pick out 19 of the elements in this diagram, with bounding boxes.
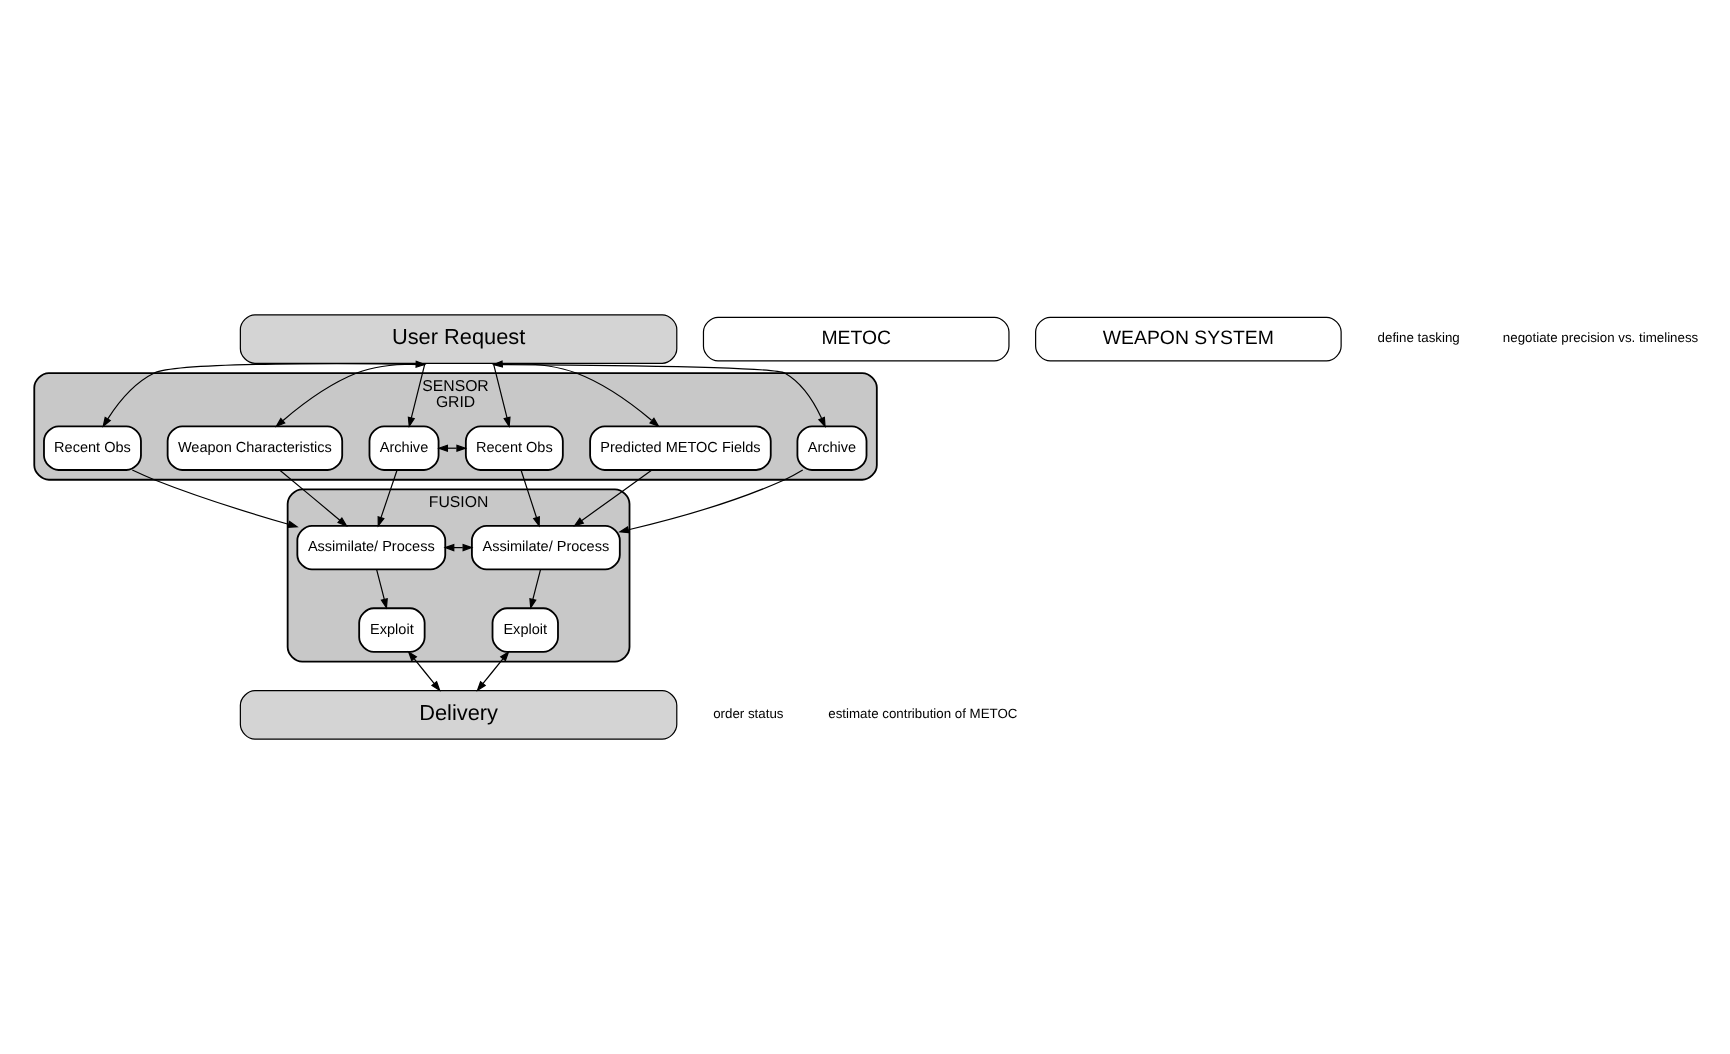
arrow — [279, 469, 348, 527]
arrow — [407, 650, 441, 692]
node-box: Delivery — [239, 690, 678, 740]
arrow — [618, 469, 804, 534]
arrow — [376, 569, 388, 610]
arrow — [493, 363, 511, 428]
node-box: METOC — [702, 316, 1010, 362]
arrow — [520, 469, 540, 528]
arrow — [102, 363, 426, 428]
arrow — [573, 469, 653, 527]
arrow — [491, 360, 660, 428]
arrow — [131, 469, 299, 528]
node-box: WEAPON SYSTEM — [1035, 316, 1342, 362]
arrow — [476, 650, 510, 692]
arrow — [493, 363, 826, 428]
arrow — [377, 469, 398, 528]
arrow — [529, 569, 542, 610]
node-box: User Request — [239, 314, 678, 364]
arrow — [407, 363, 426, 428]
